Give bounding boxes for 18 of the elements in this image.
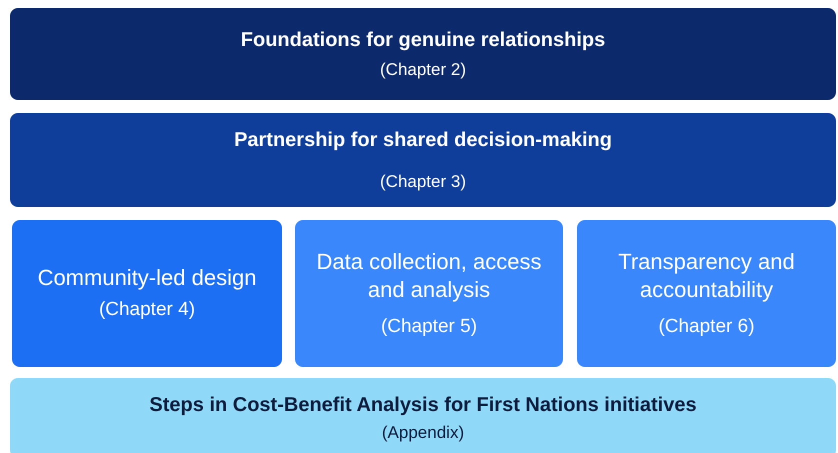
box-heading: Steps in Cost-Benefit Analysis for First Nations initiatives xyxy=(149,392,697,418)
box-heading: Data collection, access and analysis xyxy=(316,248,542,304)
box-heading: Transparency and accountability xyxy=(617,248,796,304)
box-heading: Partnership for shared decision-making xyxy=(234,128,612,153)
chapter-box xyxy=(12,220,282,367)
chapter-reference: (Chapter 4) xyxy=(98,298,196,322)
box-heading: Community-led design xyxy=(38,264,256,292)
chapter-reference: (Chapter 2) xyxy=(380,58,466,81)
chapter-reference: (Appendix) xyxy=(382,422,464,444)
chapter-box xyxy=(577,220,836,367)
chapter-reference: (Chapter 5) xyxy=(380,314,478,339)
chapter-box xyxy=(10,8,836,100)
chapter-box xyxy=(10,113,836,207)
chapter-reference: (Chapter 3) xyxy=(380,170,466,193)
chapter-box xyxy=(10,378,836,453)
chapter-box xyxy=(295,220,563,367)
box-heading: Foundations for genuine relationships xyxy=(240,28,606,53)
chapter-reference: (Chapter 6) xyxy=(658,314,755,339)
